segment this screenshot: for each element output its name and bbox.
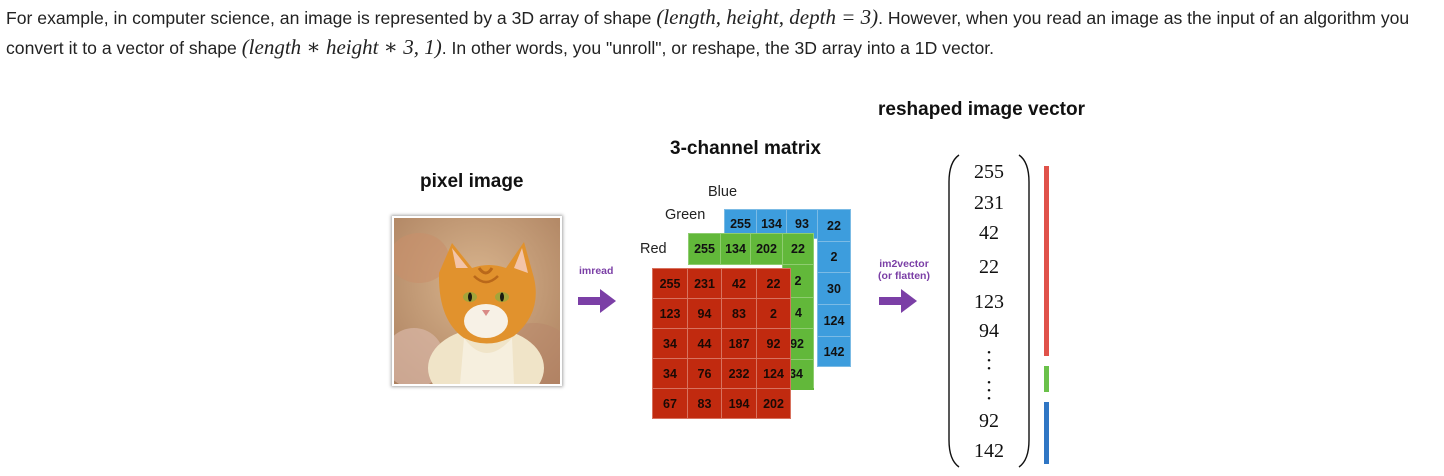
matrix-cell: 202	[756, 388, 791, 419]
matrix-cell: 142	[817, 336, 851, 367]
red-strip	[1044, 166, 1049, 356]
matrix-cell: 187	[721, 328, 757, 359]
vector-value: 42	[979, 222, 999, 244]
paragraph-text-2: . However, when you read an image as the…	[6, 8, 1410, 58]
green-strip	[1044, 366, 1049, 392]
imread-label: imread	[579, 265, 614, 277]
green-channel-label: Green	[665, 207, 706, 223]
im2vector-label-line1: im2vector	[879, 258, 929, 270]
matrix-cell: 83	[721, 298, 757, 329]
pixel-image-title: pixel image	[420, 171, 524, 192]
matrix-cell: 42	[721, 268, 757, 299]
matrix-cell: 67	[652, 388, 688, 419]
paragraph-text-3: . In other words, you "unroll", or resha…	[441, 38, 995, 58]
matrix-cell: 255	[652, 268, 688, 299]
im2vector-label-line2: (or flatten)	[878, 270, 930, 282]
blue-channel-label: Blue	[708, 184, 738, 200]
matrix-cell: 34	[652, 358, 688, 389]
intro-paragraph: For example, in computer science, an ima…	[6, 3, 1438, 63]
reshaped-vector: 255 231 42 22 123 94 ··· ··· 92 142	[947, 152, 1031, 470]
matrix-cell: 2	[817, 241, 851, 273]
red-channel-label: Red	[640, 241, 667, 257]
vector-value: 231	[974, 192, 1004, 214]
matrix-cell: 22	[756, 268, 791, 299]
matrix-title: 3-channel matrix	[670, 138, 821, 159]
vector-value: 255	[974, 161, 1004, 183]
vector-value: 92	[979, 410, 999, 432]
matrix-cell: 22	[817, 209, 851, 242]
matrix-cell: 34	[652, 328, 688, 359]
matrix-cell: 92	[756, 328, 791, 359]
matrix-cell: 134	[720, 233, 751, 265]
matrix-cell: 94	[687, 298, 722, 329]
shape-formula-3d: (length, height, depth = 3)	[656, 5, 879, 29]
matrix-cell	[782, 388, 814, 390]
cat-photo	[392, 216, 562, 386]
vector-value: 142	[974, 440, 1004, 462]
vector-ellipsis: ···	[985, 340, 993, 380]
vector-value: 94	[979, 320, 999, 342]
imread-arrow-icon	[578, 289, 616, 313]
channel-color-strips	[1044, 166, 1049, 464]
matrix-cell: 83	[687, 388, 722, 419]
matrix-cell: 22	[782, 233, 814, 265]
matrix-cell: 76	[687, 358, 722, 389]
matrix-cell: 232	[721, 358, 757, 389]
vector-title: reshaped image vector	[878, 99, 1085, 120]
vector-brackets	[948, 154, 1030, 468]
matrix-cell: 2	[756, 298, 791, 329]
shape-formula-vector: (length ∗ height ∗ 3, 1)	[241, 35, 442, 59]
matrix-cell: 194	[721, 388, 757, 419]
vector-ellipsis: ···	[985, 370, 993, 410]
vector-value: 22	[979, 256, 999, 278]
blue-strip	[1044, 402, 1049, 464]
matrix-cell: 124	[817, 304, 851, 337]
matrix-cell: 202	[750, 233, 783, 265]
vector-value: 123	[974, 291, 1004, 313]
matrix-cell: 30	[817, 272, 851, 305]
im2vector-arrow-icon	[879, 289, 917, 313]
paragraph-text-1: For example, in computer science, an ima…	[6, 8, 657, 28]
matrix-cell: 124	[756, 358, 791, 389]
matrix-cell: 231	[687, 268, 722, 299]
matrix-cell: 255	[688, 233, 721, 265]
matrix-cell: 44	[687, 328, 722, 359]
matrix-cell: 123	[652, 298, 688, 329]
im2vector-label: im2vector(or flatten)	[868, 258, 940, 282]
